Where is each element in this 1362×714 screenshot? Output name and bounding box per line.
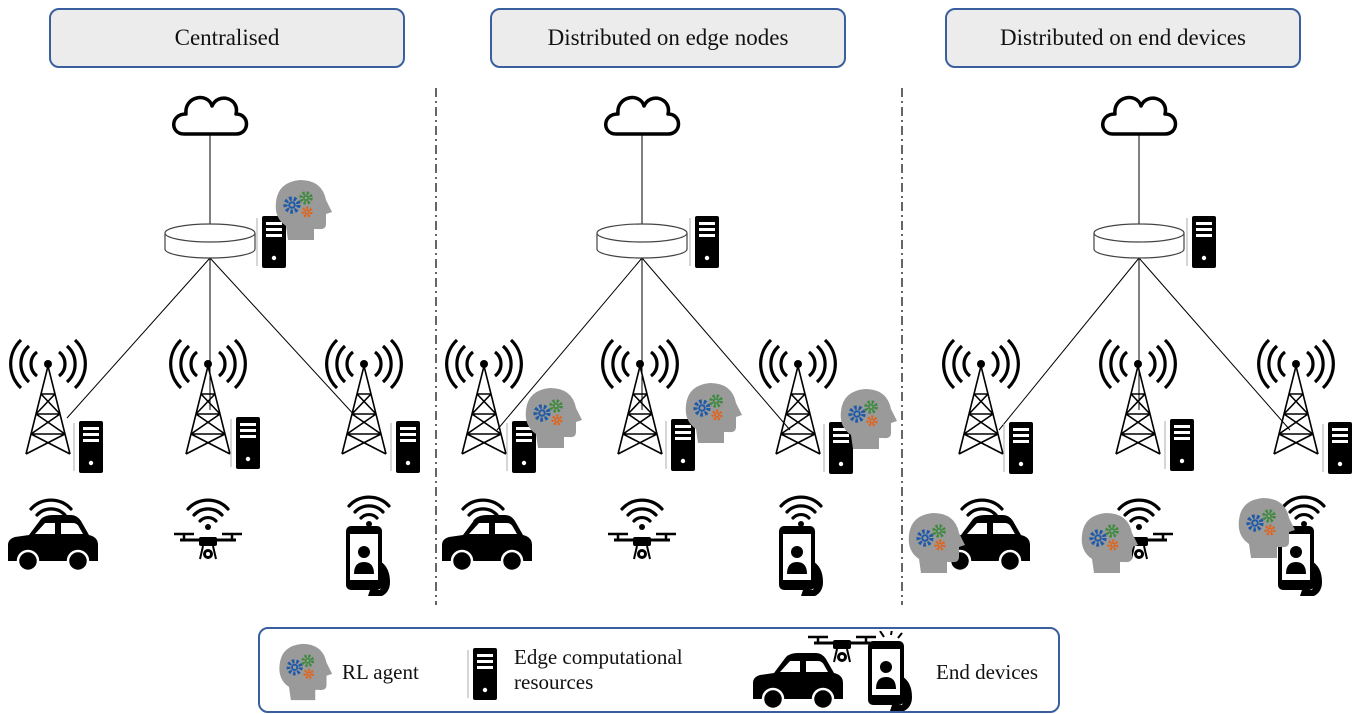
car-icon — [6, 513, 100, 573]
server-icon — [73, 420, 104, 474]
panel-centralised — [6, 95, 421, 596]
legend-rl-agent-icon — [277, 641, 334, 703]
cell-tower-icon — [1257, 338, 1335, 456]
panel-title-end-devices: Distributed on end devices — [945, 8, 1301, 68]
panel-edge-nodes — [440, 95, 897, 596]
legend-edge-resources-label: Edge computational resources — [514, 645, 683, 694]
server-icon — [1186, 215, 1217, 269]
cloud-icon — [603, 95, 681, 136]
router-icon — [1093, 223, 1185, 259]
smartphone-icon — [346, 526, 390, 596]
car-icon — [440, 513, 534, 573]
server-icon — [689, 215, 720, 269]
server-icon — [1322, 421, 1353, 475]
server-icon — [1003, 421, 1034, 475]
server-icon — [256, 215, 287, 269]
server-icon — [665, 418, 696, 472]
cloud-icon — [1100, 95, 1178, 136]
wifi-icon — [620, 498, 664, 532]
wifi-icon — [779, 495, 823, 529]
legend-rl-agent-label: RL agent — [342, 660, 419, 684]
panel-title-centralised: Centralised — [49, 8, 405, 68]
server-icon — [1164, 418, 1195, 472]
server-icon — [230, 416, 261, 470]
cell-tower-icon — [445, 338, 523, 456]
legend-end-devices-label: End devices — [936, 660, 1039, 684]
cell-tower-icon — [169, 338, 247, 456]
smartphone-icon — [779, 526, 823, 596]
legend-end-devices-icons — [751, 631, 912, 711]
server-icon — [390, 420, 421, 474]
cloud-icon — [171, 95, 249, 136]
cell-tower-icon — [942, 338, 1020, 456]
panel-end-devices — [909, 95, 1353, 596]
router-icon — [164, 223, 256, 259]
panel-title-edge-nodes: Distributed on edge nodes — [490, 8, 846, 68]
legend-server-icon — [467, 647, 498, 701]
cell-tower-icon — [1099, 338, 1177, 456]
rl-agent-head-icon — [1082, 513, 1138, 573]
drone-icon — [606, 532, 678, 561]
wifi-icon — [347, 495, 391, 529]
router-icon — [596, 223, 688, 259]
legend: RL agent Edge computational resources En… — [258, 627, 1060, 713]
wifi-icon — [186, 498, 230, 532]
drone-icon — [172, 532, 244, 561]
